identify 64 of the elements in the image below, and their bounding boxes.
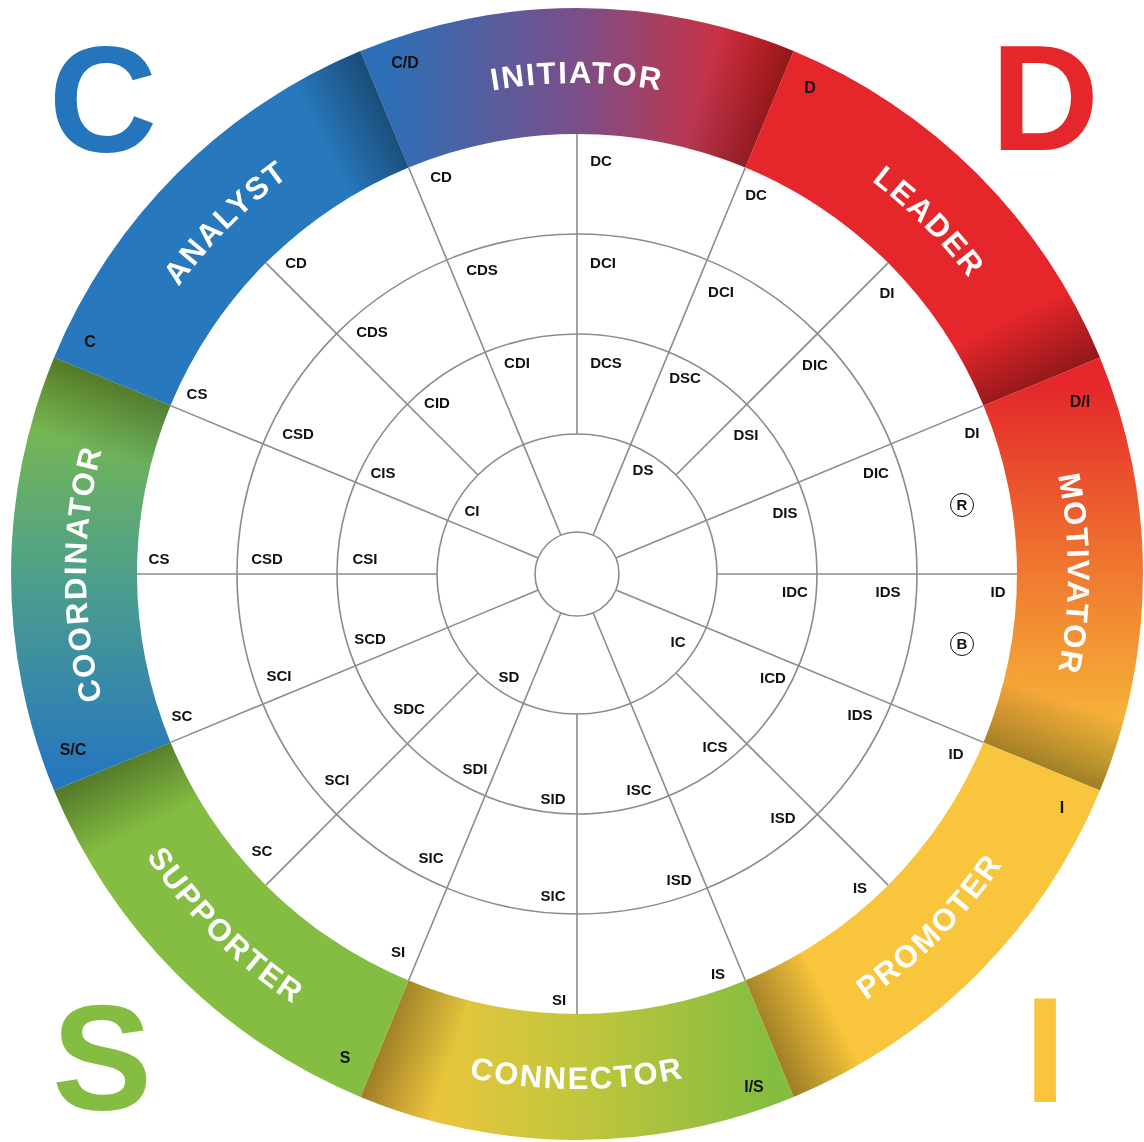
style-label: SCI — [266, 667, 292, 683]
style-label: IDC — [782, 583, 808, 599]
style-label: SI — [551, 991, 567, 1007]
quadrant-letter: I — [1024, 990, 1066, 1110]
boundary-label: D — [804, 80, 816, 96]
boundary-label: S/C — [59, 742, 87, 758]
boundary-label: I — [1059, 800, 1065, 816]
boundary-label: I/S — [744, 1079, 764, 1095]
style-label: ID — [990, 583, 1006, 599]
style-label: IC — [670, 633, 686, 649]
quadrant-letter: D — [990, 38, 1100, 158]
style-label: SDI — [462, 760, 488, 776]
style-label: CDS — [356, 323, 388, 339]
style-label: DS — [632, 461, 654, 477]
style-label: SIC — [418, 849, 444, 865]
style-label: DSC — [669, 369, 701, 385]
style-label: CS — [148, 550, 170, 566]
style-label: IDS — [847, 706, 873, 722]
style-label: ISD — [666, 871, 692, 887]
style-label: IDS — [875, 583, 901, 599]
style-label: CDI — [504, 354, 530, 370]
style-label: SC — [171, 707, 193, 723]
style-label: DCI — [590, 254, 616, 270]
style-label: CI — [464, 502, 480, 518]
style-label: IS — [710, 965, 726, 981]
style-label: DSI — [733, 426, 759, 442]
quadrant-letter: S — [51, 998, 153, 1118]
style-label: CID — [424, 394, 450, 410]
style-label: CS — [186, 385, 208, 401]
style-label: ICS — [702, 738, 728, 754]
style-label: SDC — [393, 700, 425, 716]
style-label: CSI — [352, 550, 378, 566]
style-label: CSD — [251, 550, 283, 566]
style-label: DI — [964, 424, 980, 440]
style-label: ISD — [770, 809, 796, 825]
style-label: SD — [498, 668, 520, 684]
style-label: CIS — [370, 464, 396, 480]
boundary-label: C — [84, 334, 96, 350]
style-label: DCS — [590, 354, 622, 370]
style-label: ISC — [626, 781, 652, 797]
segment-label: INITIATOR — [487, 55, 666, 98]
style-label: CD — [285, 254, 307, 270]
style-label: DI — [879, 284, 895, 300]
boundary-label: D/I — [1069, 394, 1091, 410]
style-label: SCD — [354, 630, 386, 646]
style-label: DC — [590, 152, 612, 168]
style-label: SIC — [540, 887, 566, 903]
style-label: DC — [745, 186, 767, 202]
boundary-label: S — [339, 1050, 351, 1066]
style-label: ICD — [760, 669, 786, 685]
style-label: DIS — [772, 504, 798, 520]
style-label: CSD — [282, 425, 314, 441]
style-label: SID — [540, 790, 566, 806]
style-label: DIC — [863, 464, 889, 480]
style-label: SCI — [324, 771, 350, 787]
boundary-label: C/D — [391, 55, 419, 71]
style-label: SI — [390, 943, 406, 959]
style-label: DIC — [802, 356, 828, 372]
style-label: ID — [948, 745, 964, 761]
quadrant-letter: C — [48, 40, 158, 160]
segment-label: CONNECTOR — [467, 1050, 687, 1097]
style-label: CDS — [466, 261, 498, 277]
style-label: DCI — [708, 283, 734, 299]
style-label: CD — [430, 168, 452, 184]
